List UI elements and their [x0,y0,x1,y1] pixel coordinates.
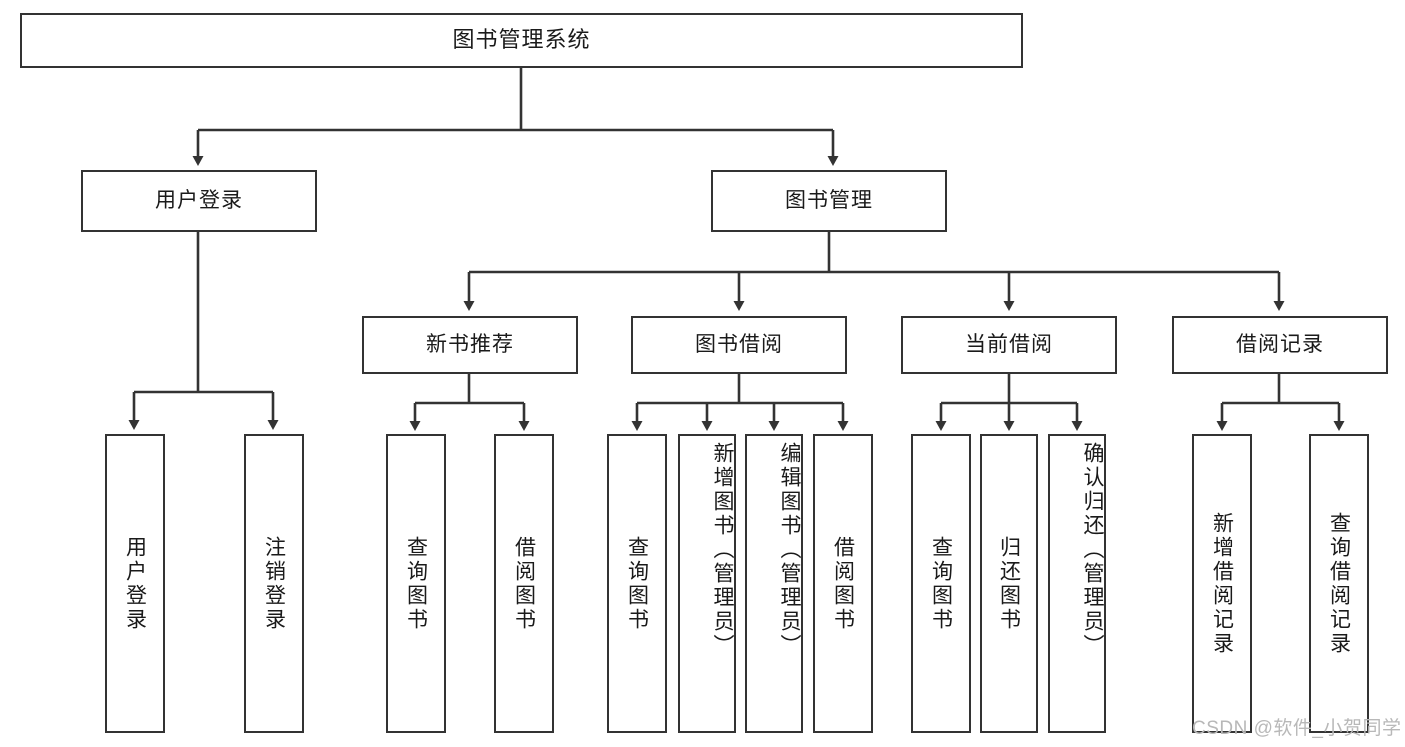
leaf-borrow-record-add[interactable]: 新增借阅记录 [1192,434,1252,733]
leaf-current-borrow-return[interactable]: 归还图书 [980,434,1038,733]
node-label: 借阅记录 [1236,333,1324,357]
leaf-user-login-signout[interactable]: 注销登录 [244,434,304,733]
leaf-book-borrow-edit[interactable]: 编辑图书（管理员） [745,434,803,733]
leaf-user-login-signin[interactable]: 用户登录 [105,434,165,733]
leaf-current-borrow-query[interactable]: 查询图书 [911,434,971,733]
node-label: 注销登录 [262,535,286,632]
node-user-login[interactable]: 用户登录 [81,170,317,232]
leaf-new-book-query[interactable]: 查询图书 [386,434,446,733]
node-label: 查询图书 [929,535,953,632]
node-label: 借阅图书 [512,535,536,632]
node-borrow-record[interactable]: 借阅记录 [1172,316,1388,374]
leaf-current-borrow-confirm-return[interactable]: 确认归还（管理员） [1048,434,1106,733]
node-label: 归还图书 [997,535,1021,632]
leaf-book-borrow-query[interactable]: 查询图书 [607,434,667,733]
node-label: 图书管理系统 [452,27,591,53]
node-label: 新书推荐 [426,333,514,357]
node-root-book-management-system[interactable]: 图书管理系统 [20,13,1023,68]
leaf-borrow-record-query[interactable]: 查询借阅记录 [1309,434,1369,733]
node-label: 用户登录 [155,189,243,213]
node-current-borrow[interactable]: 当前借阅 [901,316,1117,374]
node-label: 编辑图书（管理员） [778,442,801,658]
node-label: 新增借阅记录 [1210,511,1234,656]
node-label: 确认归还（管理员） [1081,442,1104,658]
leaf-new-book-borrow[interactable]: 借阅图书 [494,434,554,733]
watermark-csdn: CSDN @软件_小贺同学 [1192,718,1402,739]
node-label: 用户登录 [123,535,147,632]
node-label: 图书管理 [785,189,873,213]
node-label: 当前借阅 [965,333,1053,357]
node-label: 查询图书 [625,535,649,632]
node-label: 借阅图书 [831,535,855,632]
leaf-book-borrow-add[interactable]: 新增图书（管理员） [678,434,736,733]
node-book-management[interactable]: 图书管理 [711,170,947,232]
node-new-book-recommend[interactable]: 新书推荐 [362,316,578,374]
leaf-book-borrow-borrow[interactable]: 借阅图书 [813,434,873,733]
node-label: 查询借阅记录 [1327,511,1351,656]
node-label: 图书借阅 [695,333,783,357]
node-label: 查询图书 [404,535,428,632]
node-label: 新增图书（管理员） [711,442,734,658]
node-book-borrow[interactable]: 图书借阅 [631,316,847,374]
